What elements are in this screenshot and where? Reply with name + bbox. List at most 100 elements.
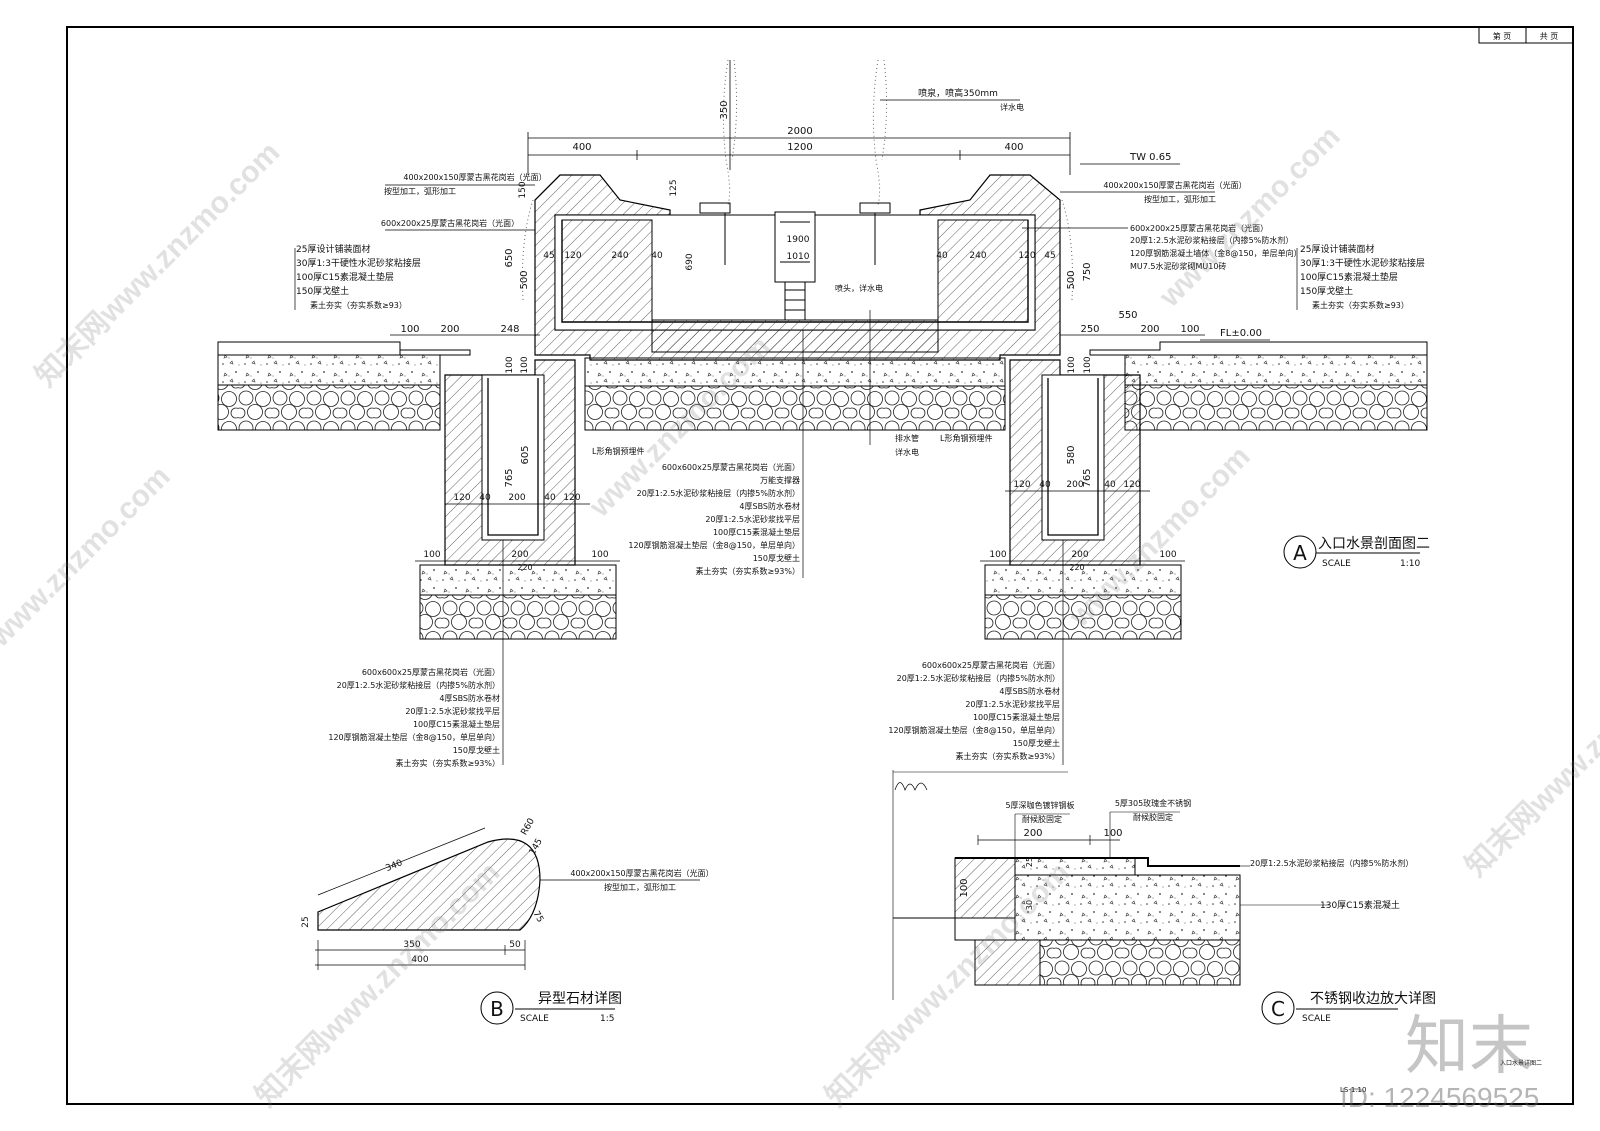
note-pool-6: 120厚钢筋混凝土垫层（金8@150，单层单向） [628, 540, 800, 550]
dim-left-248: 248 [500, 324, 519, 335]
trench-right-void [1041, 374, 1105, 541]
dim-left-100c: 100 [520, 356, 530, 373]
dim-right-200b: 200 [1066, 480, 1083, 490]
title-cell-page: 第 页 [1493, 31, 1512, 41]
dim-left-220: 220 [517, 563, 532, 572]
note-pool-3: 4厚SBS防水卷材 [739, 501, 800, 511]
note-pool-8: 素土夯实（夯实系数≥93%） [696, 566, 800, 576]
dim-1900: 1900 [787, 235, 810, 245]
paving-left [217, 341, 471, 431]
dim-right-765: 765 [1082, 468, 1093, 487]
note-pave-right-0: 25厚设计铺装面材 [1300, 243, 1374, 255]
detail-b-drawing: 340 R60 145 25 75 350 50 400 400x200x150… [301, 817, 714, 970]
dim-400-right: 400 [1004, 142, 1023, 153]
profile-stone-b [317, 838, 541, 931]
note-trench-right-5: 120厚钢筋混凝土垫层（金8@150，单层单向） [888, 725, 1060, 735]
notes-pool-bottom: 600x600x25厚蒙古黑花岗岩（光面） 万能支撑器 20厚1:2.5水泥砂浆… [628, 462, 800, 576]
dim-left-240: 240 [611, 251, 628, 261]
label-facing-left: 600x200x25厚蒙古黑花岗岩（光面） [381, 218, 519, 228]
detail-a-letter: A [1293, 541, 1307, 565]
dim-right-40b: 40 [1039, 480, 1051, 490]
label-fountain-ref: 详水电 [1000, 102, 1024, 112]
dim-right-120b: 120 [1013, 480, 1030, 490]
note-trench-right-6: 150厚戈壁土 [1013, 738, 1060, 748]
note-b-1: 400x200x150厚蒙古黑花岗岩（光面） [570, 868, 713, 878]
detail-a-scale-label: SCALE [1322, 559, 1351, 569]
note-pave-left-1: 30厚1:3干硬性水泥砂浆粘接层 [296, 257, 421, 269]
note-c-3: 20厚1:2.5水泥砂浆粘接层（内掺5%防水剂） [1250, 858, 1413, 868]
label-fl: FL±0.00 [1220, 328, 1262, 339]
dim-right-580: 580 [1066, 445, 1077, 464]
dim-right-750: 750 [1082, 262, 1093, 281]
detail-b-letter: B [490, 997, 504, 1021]
detail-b-name: 异型石材详图 [538, 991, 622, 1007]
note-trench-left-1: 20厚1:2.5水泥砂浆粘接层（内掺5%防水剂） [337, 680, 500, 690]
dim-right-550: 550 [1118, 310, 1137, 321]
label-cap-left-1: 400x200x150厚蒙古黑花岗岩（光面） [403, 172, 546, 182]
note-pool-1: 万能支撑器 [760, 475, 800, 485]
dim-right-100: 100 [1180, 324, 1199, 335]
dim-right-bottom-100: 100 [989, 550, 1006, 560]
dim-125: 125 [669, 179, 679, 196]
dim-right-100c: 100 [1083, 356, 1093, 373]
label-angle-left: L形角钢预埋件 [592, 446, 644, 456]
dim-left-45: 45 [543, 251, 554, 261]
detail-c-drawing: 200 100 100 25 30 5厚深咖色镀锌钢板 耐候胶固定 5厚305玫… [892, 770, 1413, 1000]
label-nozzle: 喷头，详水电 [835, 283, 883, 293]
detail-c-bubble [1261, 991, 1295, 1025]
note-trench-left-0: 600x600x25厚蒙古黑花岗岩（光面） [362, 667, 500, 677]
note-c-1b: 耐候胶固定 [1022, 814, 1062, 824]
note-trench-left-7: 素土夯实（夯实系数≥93%） [396, 758, 500, 768]
corner-note: 入口水景详图二 [1500, 1059, 1542, 1067]
note-pave-left-3: 150厚戈壁土 [296, 285, 349, 297]
sheet-border [66, 26, 1574, 1105]
basin-gravel-base [584, 385, 1006, 431]
dim-right-220: 220 [1069, 563, 1084, 572]
grass-icon [894, 782, 928, 791]
dim-left-40b: 40 [479, 493, 491, 503]
note-pool-5: 100厚C15素混凝土垫层 [713, 527, 800, 537]
top-dimensions [527, 60, 1071, 175]
id-watermark: ID: 1224569525 [1340, 1082, 1540, 1113]
dim-right-500: 500 [1066, 270, 1077, 289]
dim-b-25: 25 [301, 916, 311, 927]
detail-c-scale-label: SCALE [1302, 1014, 1331, 1024]
dim-350: 350 [719, 100, 730, 119]
dim-right-100b: 100 [1067, 356, 1077, 373]
dim-right-bottom-100b: 100 [1159, 550, 1176, 560]
detail-a-scale-value: 1:10 [1400, 559, 1420, 569]
dim-c-25: 25 [1025, 857, 1034, 867]
notes-trench-right: 600x600x25厚蒙古黑花岗岩（光面） 20厚1:2.5水泥砂浆粘接层（内掺… [888, 660, 1060, 761]
dim-c-100: 100 [1103, 828, 1122, 839]
dim-right-bottom-200: 200 [1071, 550, 1088, 560]
dim-left-690: 690 [685, 253, 695, 270]
notes-trench-left: 600x600x25厚蒙古黑花岗岩（光面） 20厚1:2.5水泥砂浆粘接层（内掺… [328, 667, 500, 768]
overflow-water-icon [521, 199, 1074, 301]
detail-b-title: B 异型石材详图 SCALE 1:5 [480, 991, 622, 1025]
dim-right-200: 200 [1140, 324, 1159, 335]
note-c-2a: 5厚305玫瑰金不锈钢 [1115, 798, 1191, 808]
dim-left-40: 40 [651, 251, 663, 261]
dim-b-400: 400 [411, 955, 428, 965]
dim-left-500: 500 [519, 270, 530, 289]
label-fountain: 喷泉，喷高350mm [918, 87, 998, 99]
dim-left-120: 120 [564, 251, 581, 261]
dim-right-250: 250 [1080, 324, 1099, 335]
title-cell-total: 共 页 [1540, 32, 1559, 41]
trench-left-footing-gravel [419, 594, 617, 640]
note-pool-2: 20厚1:2.5水泥砂浆粘接层（内掺5%防水剂） [637, 488, 800, 498]
dim-b-75: 75 [531, 910, 545, 925]
note-pave-right-2: 100厚C15素混凝土垫层 [1300, 271, 1398, 283]
detail-b-scale-label: SCALE [520, 1014, 549, 1024]
label-inner-right-4: MU7.5水泥砂浆砌MU10砖 [1130, 261, 1226, 271]
note-trench-right-7: 素土夯实（夯实系数≥93%） [956, 751, 1060, 761]
note-pave-left-4: 素土夯实（夯实系数≥93） [310, 300, 407, 310]
note-trench-right-3: 20厚1:2.5水泥砂浆找平层 [965, 699, 1060, 709]
trench-right-footing-concrete [984, 564, 1182, 596]
dim-left-bottom-100: 100 [423, 550, 440, 560]
note-pool-7: 150厚戈壁土 [753, 553, 800, 563]
label-cap-left-2: 按型加工，弧形加工 [384, 186, 456, 196]
note-trench-left-4: 100厚C15素混凝土垫层 [413, 719, 500, 729]
label-inner-right-1: 600x200x25厚蒙古黑花岗岩（光面） [1130, 223, 1268, 233]
